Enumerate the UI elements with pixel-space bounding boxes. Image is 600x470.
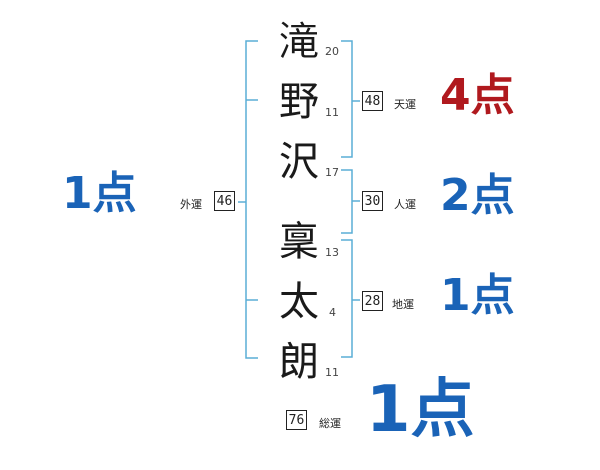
- name-char-1: 滝: [279, 19, 319, 65]
- tenun-bracket: [341, 40, 353, 158]
- name-char-4: 稟: [279, 219, 319, 265]
- name-char-3: 沢: [279, 139, 319, 185]
- tenun-value-box: 48: [362, 91, 383, 111]
- name-char-2: 野: [279, 79, 319, 125]
- name-char-6: 朗: [279, 339, 319, 385]
- stroke-count-2: 11: [325, 106, 339, 119]
- chiun-value-box: 28: [362, 291, 383, 311]
- tenun-score: 4点: [440, 70, 515, 121]
- gaiun-value-box: 46: [214, 191, 235, 211]
- jinun-score: 2点: [440, 170, 515, 221]
- chiun-bracket: [341, 239, 353, 358]
- gaiun-label: 外運: [180, 198, 202, 211]
- stroke-count-1: 20: [325, 45, 339, 58]
- stroke-count-5: 4: [329, 306, 336, 319]
- jinun-bracket: [341, 169, 353, 234]
- tenun-label: 天運: [394, 98, 416, 111]
- souun-value-box: 76: [286, 410, 307, 430]
- jinun-value-box: 30: [362, 191, 383, 211]
- name-char-5: 太: [279, 279, 319, 325]
- gaiun-bracket: [245, 40, 258, 359]
- chiun-score: 1点: [440, 270, 515, 321]
- stroke-count-4: 13: [325, 246, 339, 259]
- gaiun-score: 1点: [62, 168, 137, 219]
- souun-label: 総運: [319, 417, 341, 430]
- stroke-count-3: 17: [325, 166, 339, 179]
- chiun-label: 地運: [392, 298, 414, 311]
- souun-score: 1点: [366, 373, 475, 447]
- jinun-label: 人運: [394, 198, 416, 211]
- stroke-count-6: 11: [325, 366, 339, 379]
